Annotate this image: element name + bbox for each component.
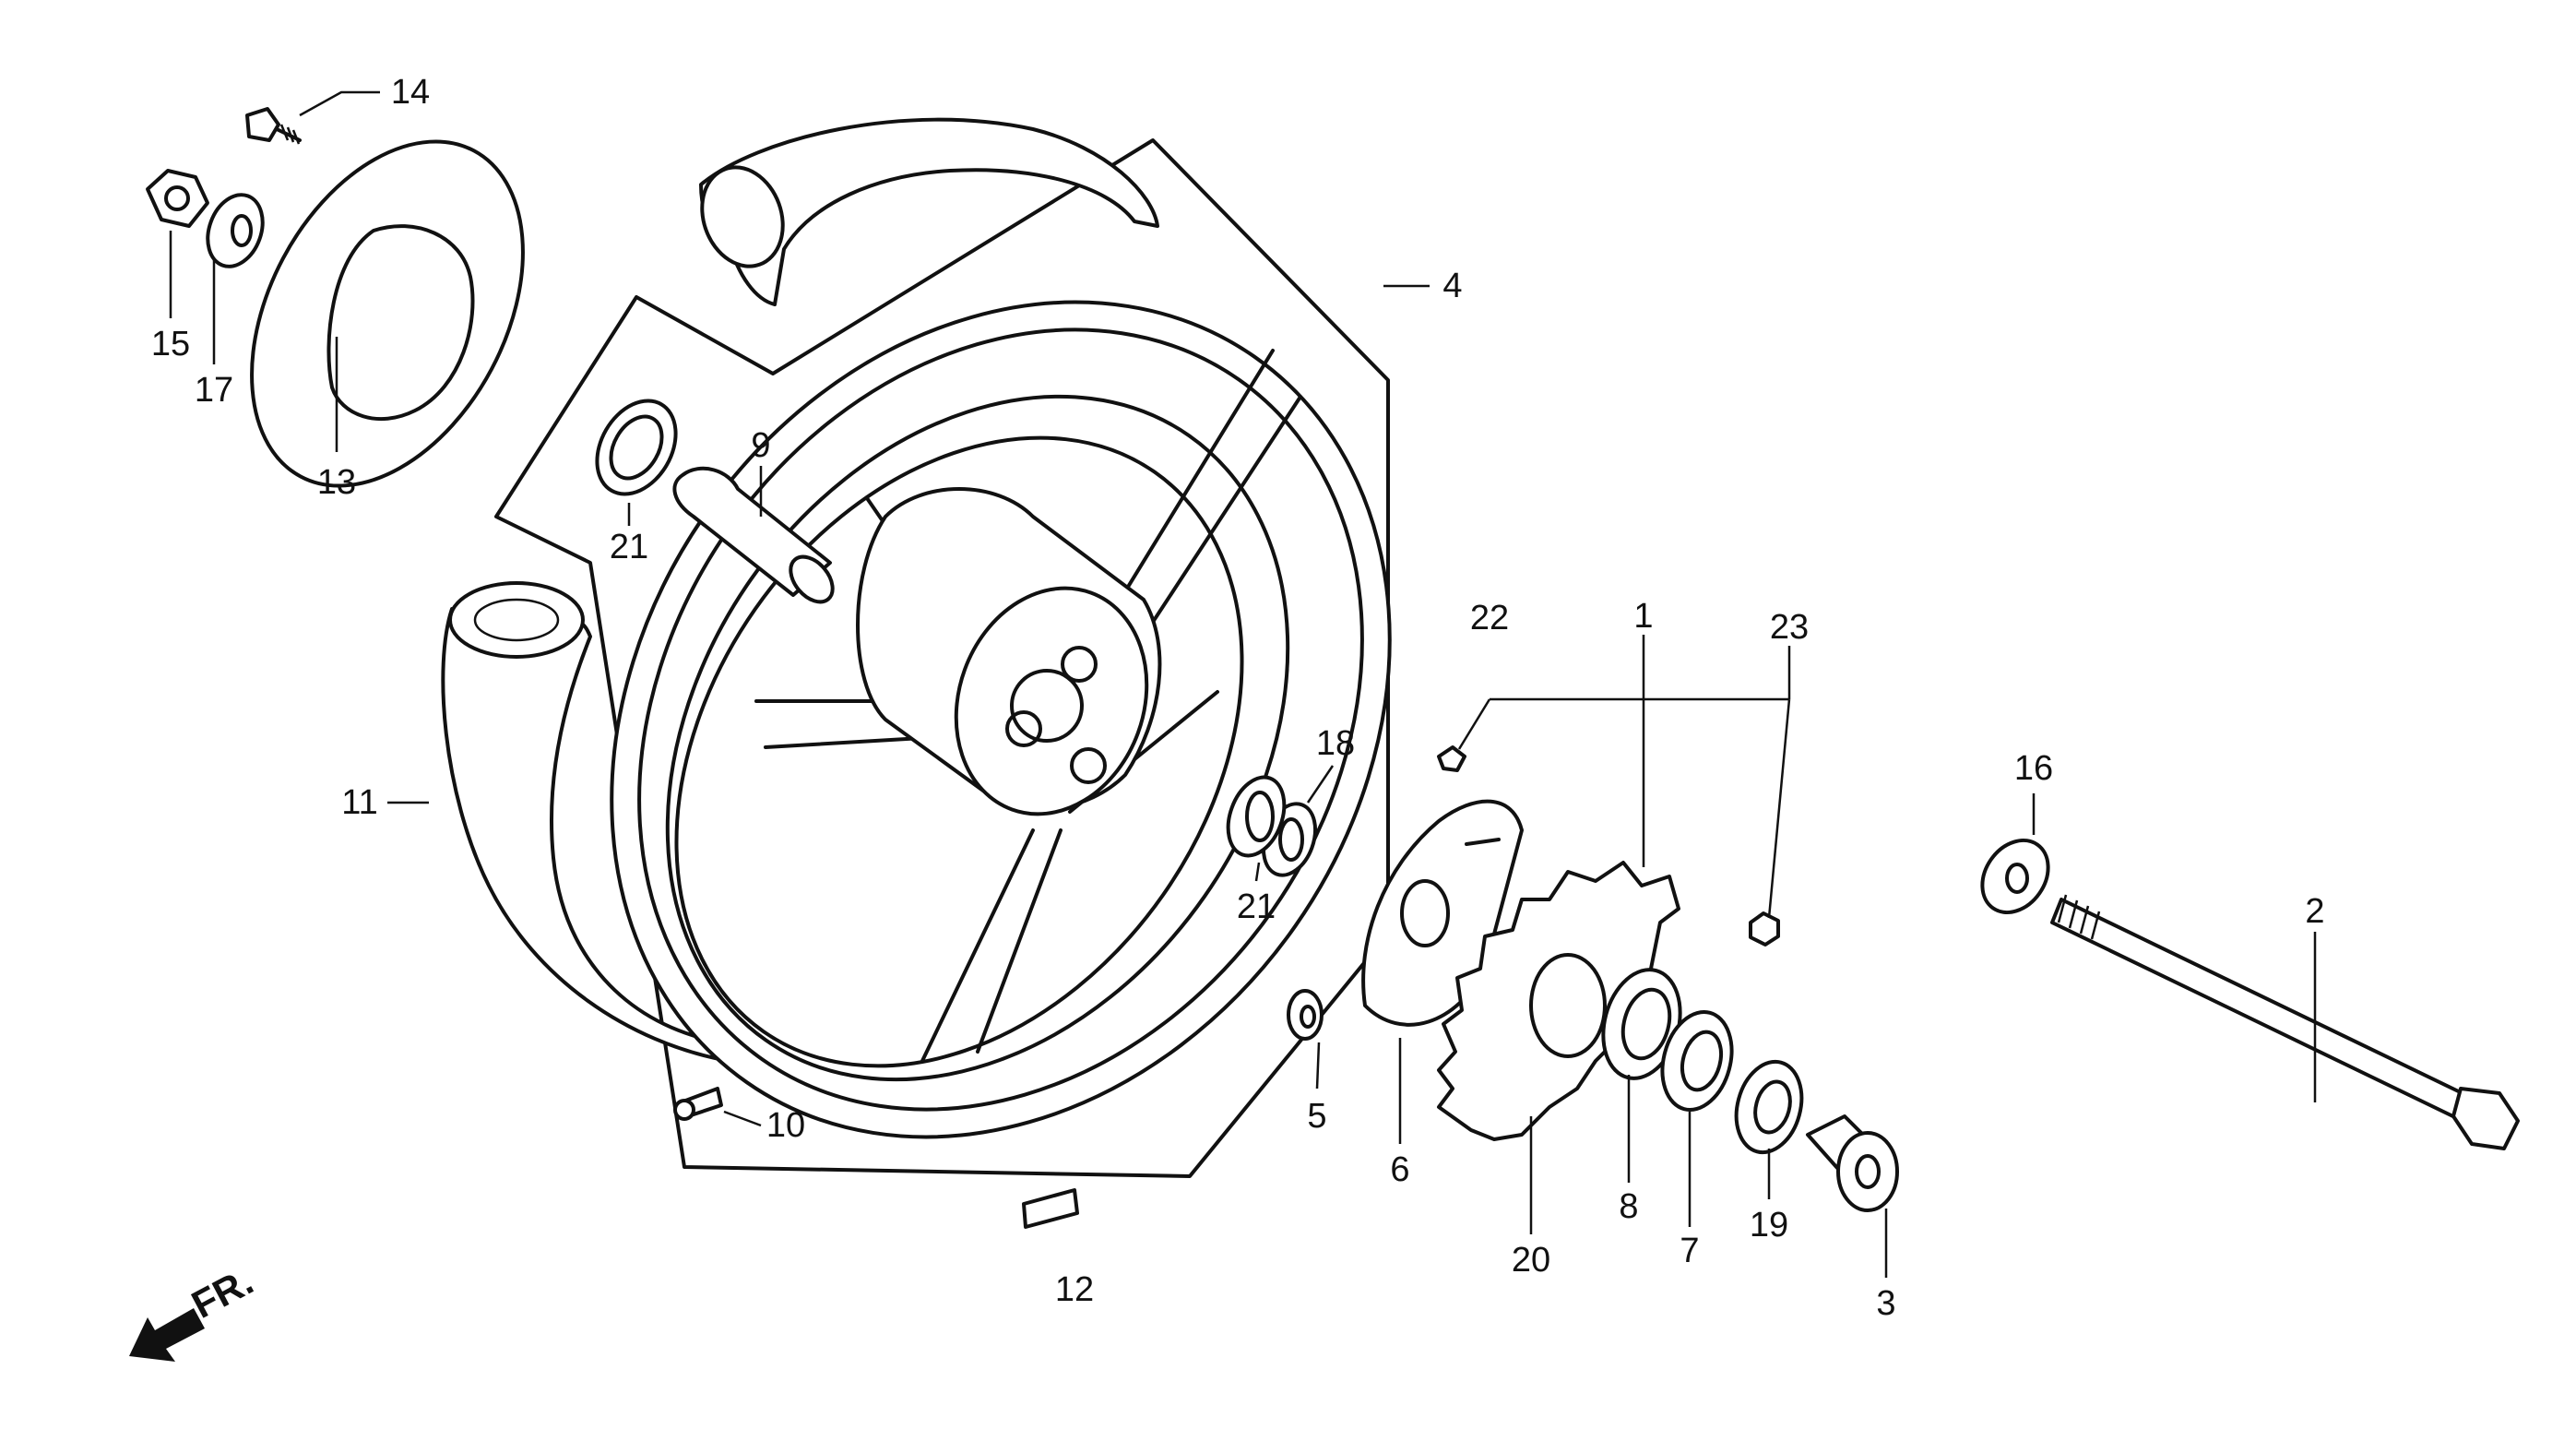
part-label-20: 20	[1512, 1241, 1550, 1280]
bearing-21-left	[595, 399, 678, 496]
part-label-7: 7	[1680, 1232, 1699, 1270]
part-label-5: 5	[1307, 1097, 1326, 1136]
balance-weight-12	[1022, 1188, 1079, 1229]
part-label-12: 12	[1055, 1270, 1094, 1309]
part-label-3: 3	[1876, 1284, 1895, 1323]
part-label-2: 2	[2305, 892, 2324, 931]
part-label-9: 9	[751, 426, 770, 465]
bolt-22	[1437, 745, 1466, 772]
part-label-18: 18	[1316, 724, 1355, 763]
nut-23	[1749, 911, 1780, 947]
part-label-8: 8	[1619, 1187, 1638, 1226]
part-label-17: 17	[195, 371, 233, 410]
part-label-21-left: 21	[610, 528, 648, 566]
part-label-13: 13	[317, 463, 356, 502]
sprocket-20	[1437, 861, 1680, 1141]
part-label-22: 22	[1470, 599, 1509, 637]
bolt-14	[245, 107, 302, 145]
part-label-23: 23	[1770, 608, 1809, 647]
seal-7	[1660, 1010, 1734, 1112]
part-label-1: 1	[1633, 597, 1653, 636]
washer-17	[206, 193, 265, 268]
part-label-19: 19	[1750, 1206, 1788, 1244]
washer-16	[1980, 839, 2050, 914]
wheel-rim	[610, 300, 1392, 1139]
spacer-8	[1601, 968, 1682, 1080]
part-number-labels: 1 2 3 4 5 6 7 8 9 10 11 12 13 14 15 16 1…	[151, 73, 2325, 1323]
spacer-9	[672, 466, 835, 604]
part-label-10: 10	[766, 1106, 805, 1145]
part-label-16: 16	[2014, 749, 2053, 788]
part-label-21-right: 21	[1237, 887, 1276, 926]
collar-5	[1287, 989, 1324, 1041]
collar-3	[1806, 1114, 1899, 1212]
part-label-6: 6	[1390, 1150, 1409, 1189]
nut-15	[146, 169, 209, 228]
valve-10	[673, 1087, 723, 1121]
part-label-15: 15	[151, 325, 190, 363]
part-label-4: 4	[1442, 267, 1462, 305]
part-label-11: 11	[341, 783, 377, 822]
front-direction-arrow-icon	[129, 1308, 205, 1362]
brake-disc	[250, 139, 525, 488]
tire	[441, 581, 730, 1063]
leader-lines	[169, 90, 2317, 1278]
bearing-21-right	[1226, 775, 1287, 858]
part-label-14: 14	[391, 73, 430, 112]
bearing-19	[1734, 1059, 1804, 1155]
axle-2	[2050, 894, 2520, 1150]
rim-tape	[699, 117, 1159, 306]
